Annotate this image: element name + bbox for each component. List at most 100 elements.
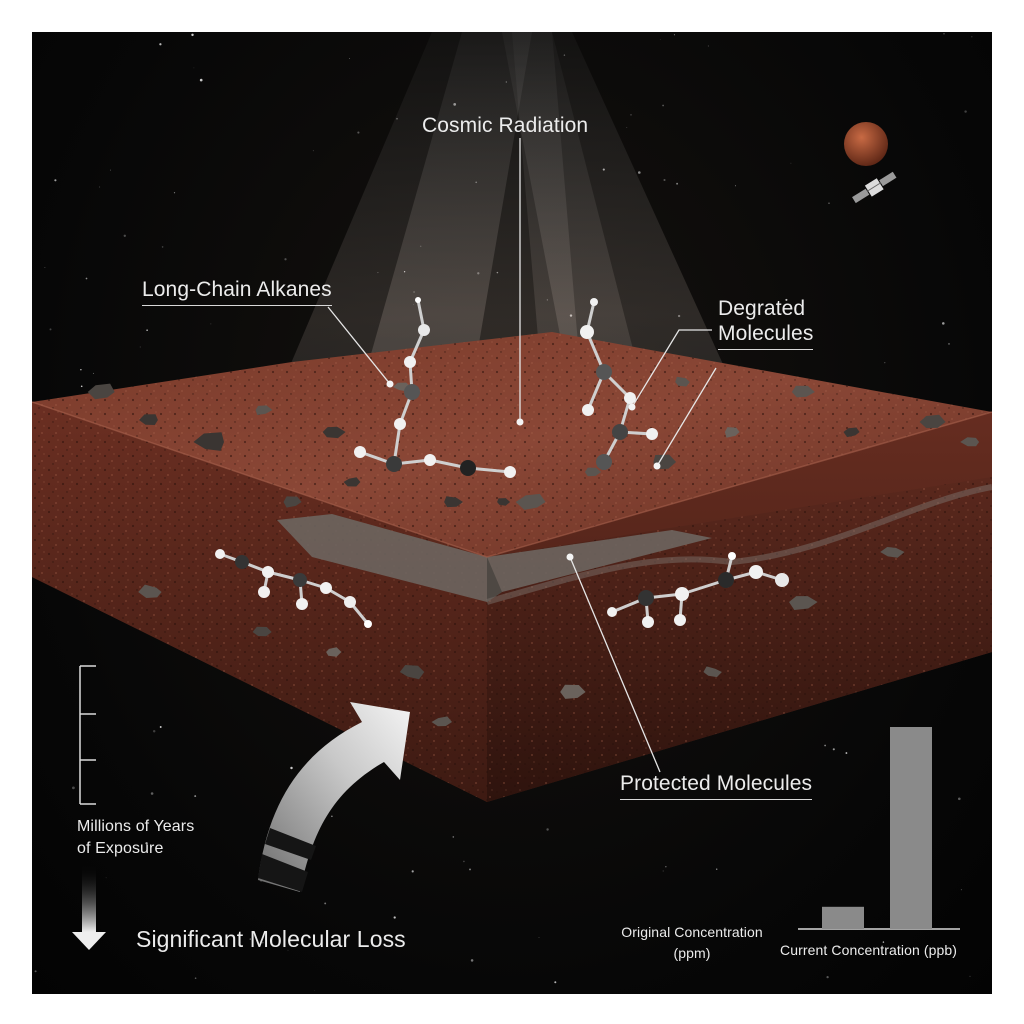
star <box>673 34 675 36</box>
star <box>942 322 945 325</box>
star <box>957 797 961 801</box>
rock <box>880 547 905 558</box>
star <box>99 186 101 188</box>
rock <box>675 376 690 387</box>
molecular-loss-label: Significant Molecular Loss <box>136 926 406 952</box>
protected-molecules-label: Protected Molecules <box>620 772 813 800</box>
star <box>716 868 718 870</box>
leader-dots <box>386 380 661 561</box>
star <box>538 937 540 938</box>
rock <box>138 584 162 598</box>
rock <box>960 437 980 447</box>
star <box>845 752 848 754</box>
star <box>54 179 57 182</box>
rock <box>322 426 346 439</box>
diagram-scene: Cosmic Radiation Long-Chain Alkanes Degr… <box>32 32 992 994</box>
star <box>194 795 197 798</box>
star <box>312 150 314 152</box>
star <box>49 328 52 331</box>
star <box>191 33 194 37</box>
protected-molecule <box>607 552 789 628</box>
star <box>826 975 829 979</box>
bar-original-concentration <box>822 906 864 929</box>
star <box>960 889 962 891</box>
rock <box>343 477 361 487</box>
star <box>314 990 316 991</box>
star <box>662 104 664 107</box>
star <box>884 362 886 364</box>
rock <box>515 493 546 510</box>
alkane-molecule-surface <box>354 297 516 478</box>
rock <box>252 626 272 637</box>
degraded-molecule <box>580 298 658 470</box>
star <box>824 744 826 747</box>
star <box>105 877 107 879</box>
star <box>194 977 197 979</box>
star <box>964 110 967 113</box>
star <box>72 786 75 790</box>
star <box>109 169 111 171</box>
rock <box>497 498 511 506</box>
star <box>44 267 46 268</box>
rock <box>919 414 946 428</box>
star <box>943 33 945 35</box>
molecular-loss-arrow <box>258 702 410 892</box>
star <box>630 114 632 116</box>
star <box>150 792 154 795</box>
star <box>969 975 971 977</box>
star <box>173 192 176 194</box>
star <box>145 842 148 845</box>
rock <box>326 647 342 657</box>
cosmic-radiation-label: Cosmic Radiation <box>422 114 589 137</box>
regolith-block <box>32 332 992 802</box>
star <box>469 868 471 871</box>
exposure-scale-line2: of Exposure <box>77 840 164 857</box>
rock <box>431 716 452 727</box>
star <box>837 946 840 949</box>
exposure-scale-label: Millions of Years of Exposure <box>77 816 194 860</box>
rock <box>703 666 722 678</box>
exposure-scale-line1: Millions of Years <box>77 818 195 835</box>
star <box>210 323 212 325</box>
star <box>832 748 835 751</box>
degraded-molecules-line1: Degrated <box>718 297 806 320</box>
rock <box>724 427 740 438</box>
star <box>470 959 474 962</box>
star <box>290 766 293 770</box>
star <box>727 338 729 340</box>
star <box>85 277 88 280</box>
star <box>249 938 251 940</box>
satellite-icon <box>852 171 897 204</box>
star <box>707 45 709 47</box>
star <box>80 369 82 371</box>
star <box>159 43 162 46</box>
star <box>262 942 264 944</box>
star <box>626 127 628 128</box>
rock <box>87 383 115 400</box>
star <box>199 78 203 82</box>
rock <box>444 496 463 508</box>
rock <box>560 684 586 699</box>
leader-lines <box>327 138 717 773</box>
original-concentration-label: Original Concentration (ppm) <box>612 922 772 964</box>
star <box>411 870 414 873</box>
star <box>659 39 661 40</box>
star <box>331 815 333 818</box>
concentration-chart <box>798 727 960 930</box>
star <box>785 298 788 301</box>
rock <box>283 496 302 508</box>
rock <box>255 405 273 415</box>
star <box>146 329 148 331</box>
star <box>393 916 396 919</box>
current-concentration-label: Current Concentration (ppb) <box>780 942 958 958</box>
star <box>193 67 195 69</box>
rock <box>193 432 224 451</box>
degraded-molecules-line2: Molecules <box>718 321 814 350</box>
rock <box>789 596 818 610</box>
star <box>882 941 885 943</box>
star <box>948 343 950 345</box>
star <box>152 730 156 733</box>
star <box>123 234 126 237</box>
star <box>735 185 736 187</box>
rock <box>843 427 860 438</box>
